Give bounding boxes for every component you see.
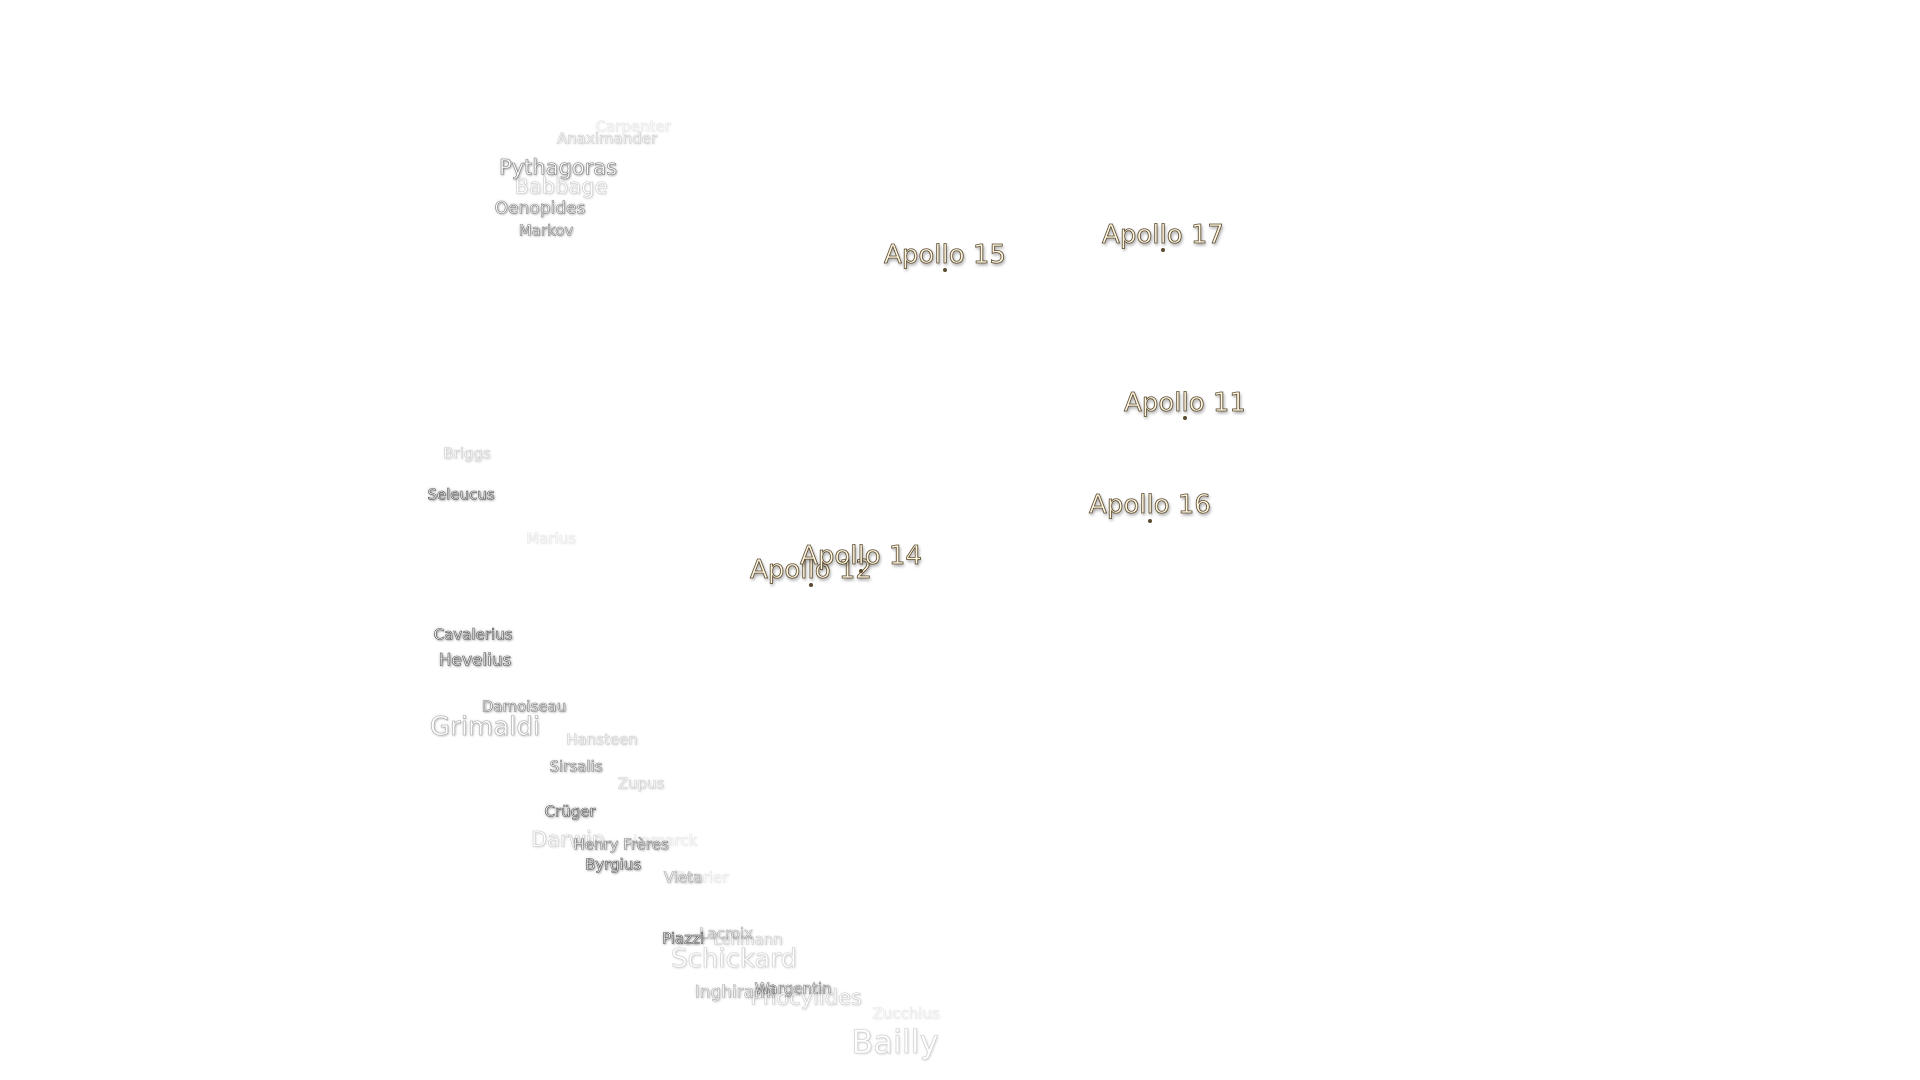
- crater-label[interactable]: Fourier: [675, 868, 729, 887]
- apollo-15-marker[interactable]: [943, 268, 947, 272]
- crater-label[interactable]: Wargentin: [754, 979, 832, 998]
- crater-label[interactable]: Zucchius: [872, 1004, 940, 1023]
- crater-label[interactable]: Hansteen: [566, 730, 638, 749]
- crater-label[interactable]: Briggs: [443, 444, 491, 463]
- crater-label[interactable]: Vieta: [663, 868, 703, 887]
- crater-label[interactable]: Piazzi: [662, 929, 705, 948]
- crater-label[interactable]: Lacroix: [699, 924, 753, 943]
- apollo-16-label[interactable]: Apollo 16: [1089, 490, 1212, 520]
- crater-label[interactable]: Markov: [518, 221, 574, 240]
- crater-label[interactable]: Henry Frères: [573, 835, 669, 854]
- crater-label[interactable]: Seleucus: [427, 485, 495, 504]
- crater-label[interactable]: Zupus: [617, 774, 665, 793]
- crater-label[interactable]: Phocylides: [750, 985, 862, 1010]
- apollo-12-marker[interactable]: [809, 583, 813, 587]
- apollo-16-marker[interactable]: [1148, 519, 1152, 523]
- apollo-12-label[interactable]: Apollo 12: [750, 555, 873, 585]
- apollo-14-label[interactable]: Apollo 14: [800, 541, 923, 571]
- crater-label[interactable]: Marius: [526, 529, 576, 548]
- apollo-17-label[interactable]: Apollo 17: [1102, 220, 1225, 250]
- crater-label[interactable]: Grimaldi: [429, 712, 541, 742]
- crater-label[interactable]: Hevelius: [438, 650, 512, 671]
- crater-label[interactable]: Inghirami: [694, 982, 776, 1003]
- crater-label[interactable]: Lehmann: [713, 930, 783, 949]
- crater-label[interactable]: Bailly: [851, 1023, 939, 1061]
- apollo-17-marker[interactable]: [1161, 248, 1165, 252]
- crater-label[interactable]: Lamarck: [632, 831, 698, 850]
- crater-label[interactable]: Carpenter: [595, 117, 671, 136]
- crater-label[interactable]: Schickard: [670, 944, 798, 974]
- crater-label[interactable]: Sirsalis: [549, 757, 603, 776]
- crater-label[interactable]: Damoiseau: [481, 697, 567, 716]
- apollo-11-label[interactable]: Apollo 11: [1124, 388, 1247, 418]
- crater-label[interactable]: Byrgius: [584, 855, 642, 874]
- apollo-14-marker[interactable]: [859, 569, 863, 573]
- apollo-11-marker[interactable]: [1183, 416, 1187, 420]
- crater-label[interactable]: Oenopides: [494, 198, 586, 219]
- crater-label[interactable]: Darwin: [531, 827, 606, 852]
- crater-label[interactable]: Crüger: [544, 802, 596, 821]
- crater-label[interactable]: Anaximander: [556, 129, 658, 148]
- apollo-15-label[interactable]: Apollo 15: [884, 240, 1007, 270]
- crater-label[interactable]: Babbage: [514, 174, 608, 199]
- crater-label[interactable]: Pythagoras: [498, 155, 618, 180]
- crater-label[interactable]: Cavalerius: [433, 625, 513, 644]
